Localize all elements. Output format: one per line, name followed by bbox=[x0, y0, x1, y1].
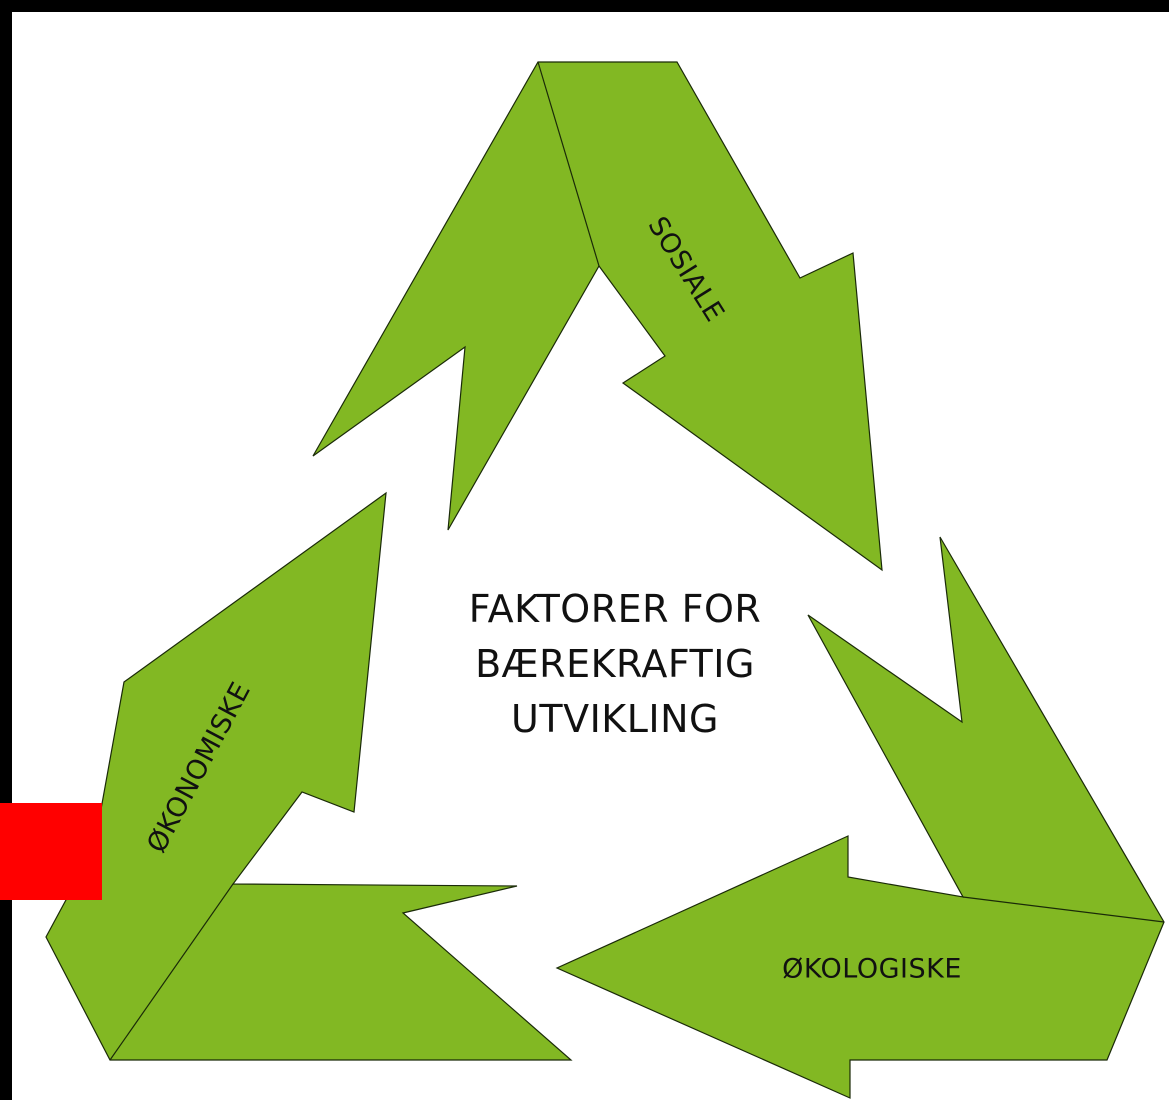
arrow-okonomiske-fold bbox=[109, 883, 234, 1061]
center-title-line-1: FAKTORER FOR bbox=[468, 587, 762, 631]
center-title-line-3: UTVIKLING bbox=[511, 697, 719, 741]
arrow-sosiale-shape bbox=[312, 61, 883, 572]
arrow-sosiale: SOSIALE bbox=[312, 61, 883, 572]
arrow-okologiske: ØKOLOGISKE bbox=[555, 536, 1165, 1099]
center-title-line-2: BÆREKRAFTIG bbox=[475, 642, 755, 686]
arrow-okologiske-label: ØKOLOGISKE bbox=[782, 954, 962, 985]
arrow-sosiale-fold bbox=[537, 61, 600, 267]
arrow-okonomiske: ØKONOMISKE bbox=[45, 491, 573, 1061]
red-marker-square bbox=[0, 803, 102, 900]
center-title: FAKTORER FOR BÆREKRAFTIG UTVIKLING bbox=[430, 582, 800, 747]
arrow-okonomiske-shape bbox=[45, 491, 573, 1061]
arrow-okologiske-shape bbox=[555, 536, 1165, 1099]
arrow-okologiske-fold bbox=[962, 896, 1165, 923]
